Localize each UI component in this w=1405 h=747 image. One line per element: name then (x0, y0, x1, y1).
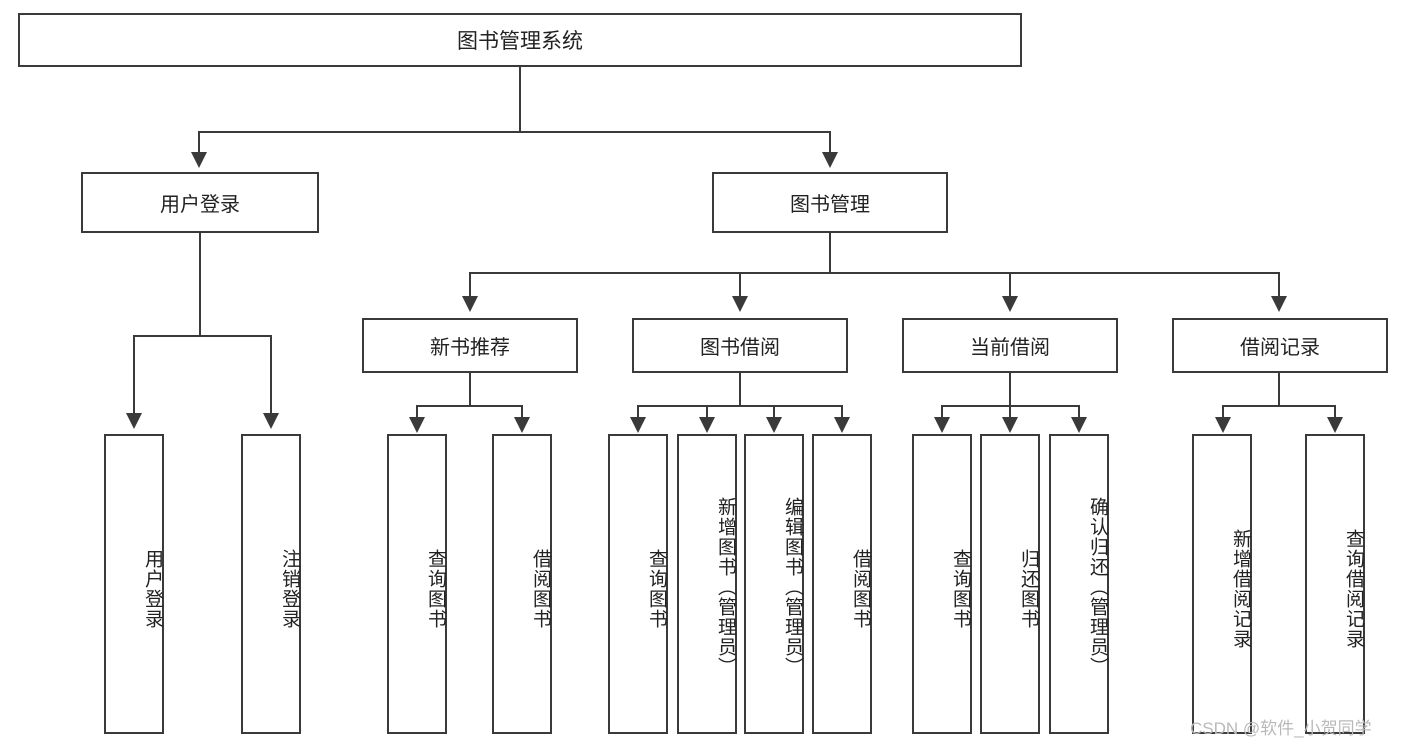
node-user-login[interactable]: 用户登录 (81, 172, 319, 233)
node-current-borrow[interactable]: 当前借阅 (902, 318, 1118, 373)
connector-book-management-bar (469, 272, 1280, 274)
connector-book-borrow-stem (739, 373, 741, 406)
arrow-bm-to-borrow-record (1271, 296, 1287, 312)
arrow-bb-to-leaf-3 (766, 417, 782, 433)
arrow-br-to-leaf-2 (1327, 417, 1343, 433)
node-label: 用户登录 (142, 549, 163, 629)
arrow-cb-to-leaf-2 (1002, 417, 1018, 433)
connector-root-stem (519, 67, 521, 132)
connector-new-book-to-leaf-2 (521, 405, 523, 419)
connector-current-borrow-stem (1009, 373, 1011, 406)
node-label: 归还图书 (1018, 549, 1039, 629)
leaf-user-login[interactable]: 用户登录 (104, 434, 164, 734)
leaf-query-book-1[interactable]: 查询图书 (387, 434, 447, 734)
connector-cb-to-leaf-2 (1009, 405, 1011, 419)
connector-new-book-to-leaf-1 (416, 405, 418, 419)
arrow-new-book-to-leaf-2 (514, 417, 530, 433)
arrow-bb-to-leaf-2 (699, 417, 715, 433)
connector-new-book-stem (469, 373, 471, 406)
connector-cb-to-leaf-3 (1078, 405, 1080, 419)
connector-borrow-record-bar (1222, 405, 1336, 407)
node-label: 查询图书 (425, 549, 446, 629)
arrow-bb-to-leaf-4 (834, 417, 850, 433)
node-book-borrow[interactable]: 图书借阅 (632, 318, 848, 373)
connector-root-to-book-management (829, 131, 831, 154)
node-root-system[interactable]: 图书管理系统 (18, 13, 1022, 67)
watermark-label: CSDN @软件_小贺同学 (1190, 719, 1372, 738)
node-new-book-recommend[interactable]: 新书推荐 (362, 318, 578, 373)
leaf-query-book-2[interactable]: 查询图书 (608, 434, 668, 734)
node-label: 编辑图书（管理员） (782, 497, 803, 677)
node-label: 图书管理系统 (457, 30, 583, 53)
leaf-logout[interactable]: 注销登录 (241, 434, 301, 734)
leaf-borrow-book-2[interactable]: 借阅图书 (812, 434, 872, 734)
leaf-query-borrow-record[interactable]: 查询借阅记录 (1305, 434, 1365, 734)
node-label: 注销登录 (279, 549, 300, 629)
node-label: 图书管理 (790, 194, 870, 216)
arrow-root-to-book-management (822, 152, 838, 168)
node-label: 查询图书 (950, 549, 971, 629)
node-label: 新增借阅记录 (1230, 529, 1251, 649)
connector-bm-to-book-borrow (739, 272, 741, 298)
node-label: 新增图书（管理员） (715, 497, 736, 677)
connector-root-to-user-login (198, 131, 200, 154)
node-label: 当前借阅 (970, 337, 1050, 359)
arrow-user-login-to-leaf-2 (263, 413, 279, 429)
connector-borrow-record-stem (1278, 373, 1280, 406)
leaf-return-book[interactable]: 归还图书 (980, 434, 1040, 734)
arrow-cb-to-leaf-3 (1071, 417, 1087, 433)
arrow-bm-to-new-book (462, 296, 478, 312)
connector-bb-to-leaf-1 (637, 405, 639, 419)
arrow-new-book-to-leaf-1 (409, 417, 425, 433)
connector-br-to-leaf-2 (1334, 405, 1336, 419)
leaf-confirm-return[interactable]: 确认归还（管理员） (1049, 434, 1109, 734)
arrow-root-to-user-login (191, 152, 207, 168)
connector-bb-to-leaf-4 (841, 405, 843, 419)
node-book-management[interactable]: 图书管理 (712, 172, 948, 233)
connector-book-management-stem (829, 233, 831, 273)
node-label: 查询图书 (646, 549, 667, 629)
connector-bb-to-leaf-2 (706, 405, 708, 419)
arrow-br-to-leaf-1 (1215, 417, 1231, 433)
connector-user-login-bar (133, 335, 272, 337)
node-label: 借阅图书 (530, 549, 551, 629)
connector-cb-to-leaf-1 (941, 405, 943, 419)
connector-root-bar (198, 131, 831, 133)
connector-bm-to-borrow-record (1278, 272, 1280, 298)
node-label: 借阅记录 (1240, 337, 1320, 359)
connector-new-book-bar (416, 405, 523, 407)
leaf-query-book-3[interactable]: 查询图书 (912, 434, 972, 734)
arrow-bb-to-leaf-1 (630, 417, 646, 433)
connector-book-borrow-bar (637, 405, 843, 407)
connector-bm-to-new-book (469, 272, 471, 298)
leaf-add-borrow-record[interactable]: 新增借阅记录 (1192, 434, 1252, 734)
node-label: 用户登录 (160, 194, 240, 216)
node-label: 查询借阅记录 (1343, 529, 1364, 649)
connector-br-to-leaf-1 (1222, 405, 1224, 419)
arrow-bm-to-current-borrow (1002, 296, 1018, 312)
leaf-borrow-book-1[interactable]: 借阅图书 (492, 434, 552, 734)
node-label: 图书借阅 (700, 337, 780, 359)
node-label: 借阅图书 (850, 549, 871, 629)
arrow-bm-to-book-borrow (732, 296, 748, 312)
node-label: 确认归还（管理员） (1087, 497, 1108, 677)
leaf-edit-book[interactable]: 编辑图书（管理员） (744, 434, 804, 734)
node-label: 新书推荐 (430, 337, 510, 359)
connector-user-login-to-leaf-1 (133, 335, 135, 415)
connector-bm-to-current-borrow (1009, 272, 1011, 298)
connector-user-login-to-leaf-2 (270, 335, 272, 415)
arrow-user-login-to-leaf-1 (126, 413, 142, 429)
leaf-add-book[interactable]: 新增图书（管理员） (677, 434, 737, 734)
connector-bb-to-leaf-3 (773, 405, 775, 419)
connector-user-login-stem (199, 233, 201, 336)
arrow-cb-to-leaf-1 (934, 417, 950, 433)
node-borrow-record[interactable]: 借阅记录 (1172, 318, 1388, 373)
